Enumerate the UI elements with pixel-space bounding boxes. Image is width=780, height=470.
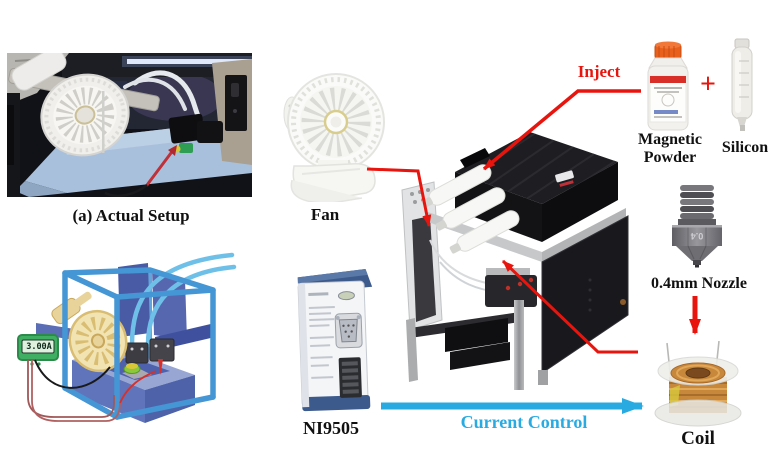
meter-reading: 3.00A: [26, 342, 52, 352]
silicon-label: Silicon: [721, 139, 769, 156]
nozzle-image: 0.4: [672, 185, 722, 268]
fan-image: [283, 73, 385, 202]
inject-label: Inject: [577, 62, 621, 81]
printer-logo: [555, 170, 574, 187]
syringes: [421, 164, 520, 254]
nozzle-label: 0.4mm Nozzle: [651, 275, 747, 292]
current-control-label: Current Control: [460, 412, 588, 432]
magnetic-powder-label: Magnetic Powder: [630, 131, 710, 167]
printer-image: [401, 132, 629, 390]
magnetic-powder-label-line1: Magnetic: [638, 131, 702, 148]
magnetic-powder-label-line2: Powder: [643, 149, 697, 166]
magnetic-powder-bottle-image: [647, 41, 689, 131]
current-meter: [17, 334, 59, 366]
dsub-connector: [334, 312, 363, 349]
photo-printhead: [104, 113, 223, 197]
daq-module-image: [297, 268, 373, 412]
actual-setup-photo: [7, 53, 252, 197]
photo-fan: [40, 73, 130, 157]
illustration-fan: [68, 309, 128, 373]
nozzle-marking: 0.4: [691, 231, 704, 241]
daq-label: NI9505: [302, 418, 359, 438]
silicon-cartridge-image: [731, 38, 753, 131]
coil-image: [654, 341, 742, 427]
plus-icon: +: [700, 69, 716, 100]
printer-illustration: [17, 252, 237, 423]
fan-label: Fan: [310, 205, 340, 224]
photo-caption: (a) Actual Setup: [72, 206, 190, 225]
coil-label: Coil: [681, 428, 715, 449]
